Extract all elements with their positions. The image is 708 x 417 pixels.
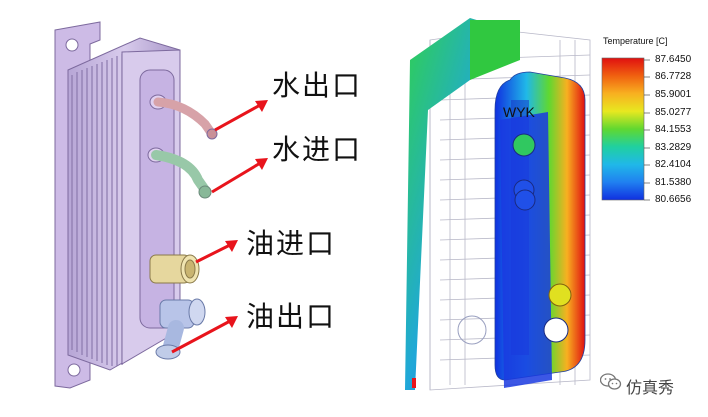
label-oil-inlet: 油进口 [246, 227, 337, 260]
legend-title: Temperature [C] [603, 36, 668, 46]
label-water-inlet: 水进口 [272, 133, 363, 166]
temperature-legend-bar [601, 57, 650, 201]
water-outlet-port [149, 94, 218, 140]
legend-value: 85.0277 [655, 107, 692, 118]
arrow-water-inlet [211, 158, 268, 194]
thermal-simulation-render [405, 18, 591, 391]
legend-value: 80.6656 [655, 194, 692, 205]
oil-inlet-port [149, 254, 200, 284]
legend-value: 83.2829 [655, 142, 692, 153]
simulation-annotation: WYK [503, 104, 535, 120]
legend-value: 84.1553 [655, 124, 692, 135]
legend-value: 82.4104 [655, 159, 692, 170]
legend-value: 81.5380 [655, 177, 692, 188]
legend-value: 85.9001 [655, 89, 692, 100]
oil-outlet-port [155, 298, 206, 360]
water-inlet-port [147, 147, 212, 199]
wechat-icon [600, 373, 622, 390]
watermark-text: 仿真秀 [626, 378, 675, 397]
legend-value: 86.7728 [655, 71, 692, 82]
cooler-plate-stack [67, 37, 181, 371]
label-water-outlet: 水出口 [272, 69, 363, 102]
arrow-oil-inlet [195, 240, 238, 264]
legend-value: 87.6450 [655, 54, 692, 65]
label-oil-outlet: 油出口 [246, 300, 337, 333]
arrow-water-outlet [214, 100, 268, 132]
arrow-oil-outlet [171, 316, 238, 354]
